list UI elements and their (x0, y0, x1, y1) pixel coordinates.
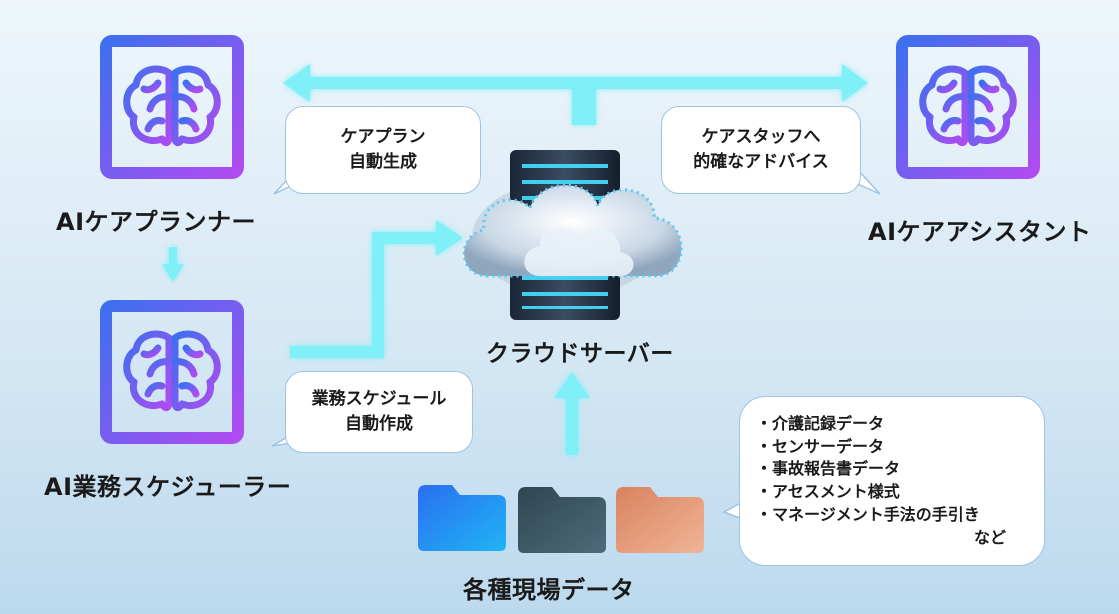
arrow-cloud-to-planner (305, 77, 584, 125)
brain-chip-icon (80, 280, 264, 464)
bubble-care-plan: ケアプラン 自動生成 (285, 106, 481, 194)
bubble-schedule: 業務スケジュール 自動作成 (285, 371, 473, 453)
data-item: 介護記録データ (770, 413, 1024, 436)
data-items-list: 介護記録データ センサーデータ 事故報告書データ アセスメント様式 マネージメン… (770, 413, 1024, 527)
cloud-server-icon (462, 150, 683, 320)
bubble-schedule-line2: 自動作成 (345, 414, 413, 434)
label-ai-care-planner: AIケアプランナー (56, 208, 257, 236)
arrowhead-scheduler (162, 264, 184, 282)
arrow-cloud-to-assistant (584, 77, 848, 125)
arrowhead-planner (283, 64, 310, 102)
folder-icon (616, 487, 704, 553)
bubble-care-advice-line1: ケアスタッフへ (701, 127, 821, 148)
folder-icon (518, 487, 606, 553)
label-ai-care-assistant: AIケアアシスタント (868, 218, 1092, 246)
data-item: 事故報告書データ (770, 458, 1024, 481)
label-ai-scheduler: AI業務スケジューラー (44, 473, 292, 501)
bubble-schedule-line1: 業務スケジュール (311, 389, 447, 410)
brain-chip-icon (876, 15, 1060, 199)
brain-chip-icon (80, 15, 264, 199)
data-item: アセスメント様式 (770, 481, 1024, 504)
label-field-data: 各種現場データ (463, 576, 635, 604)
arrow-scheduler-to-cloud (290, 232, 440, 358)
arrowhead-cloud-bottom (554, 372, 590, 398)
folder-icon (418, 485, 506, 551)
data-item: マネージメント手法の手引き (770, 504, 1024, 527)
bubble-care-plan-line2: 自動生成 (349, 152, 417, 172)
arrows (169, 77, 848, 455)
data-item: センサーデータ (770, 436, 1024, 459)
bubble-data-list: 介護記録データ センサーデータ 事故報告書データ アセスメント様式 マネージメン… (739, 396, 1045, 566)
label-cloud-server: クラウドサーバー (486, 341, 674, 367)
bubble-care-plan-line1: ケアプラン (340, 127, 426, 148)
data-items-suffix: など (973, 527, 1006, 547)
arrowhead-cloud-left (436, 220, 463, 256)
bubble-care-advice: ケアスタッフへ 的確なアドバイス (661, 106, 861, 194)
bubble-care-advice-line2: 的確なアドバイス (693, 152, 829, 172)
arrowhead-assistant (842, 64, 868, 102)
